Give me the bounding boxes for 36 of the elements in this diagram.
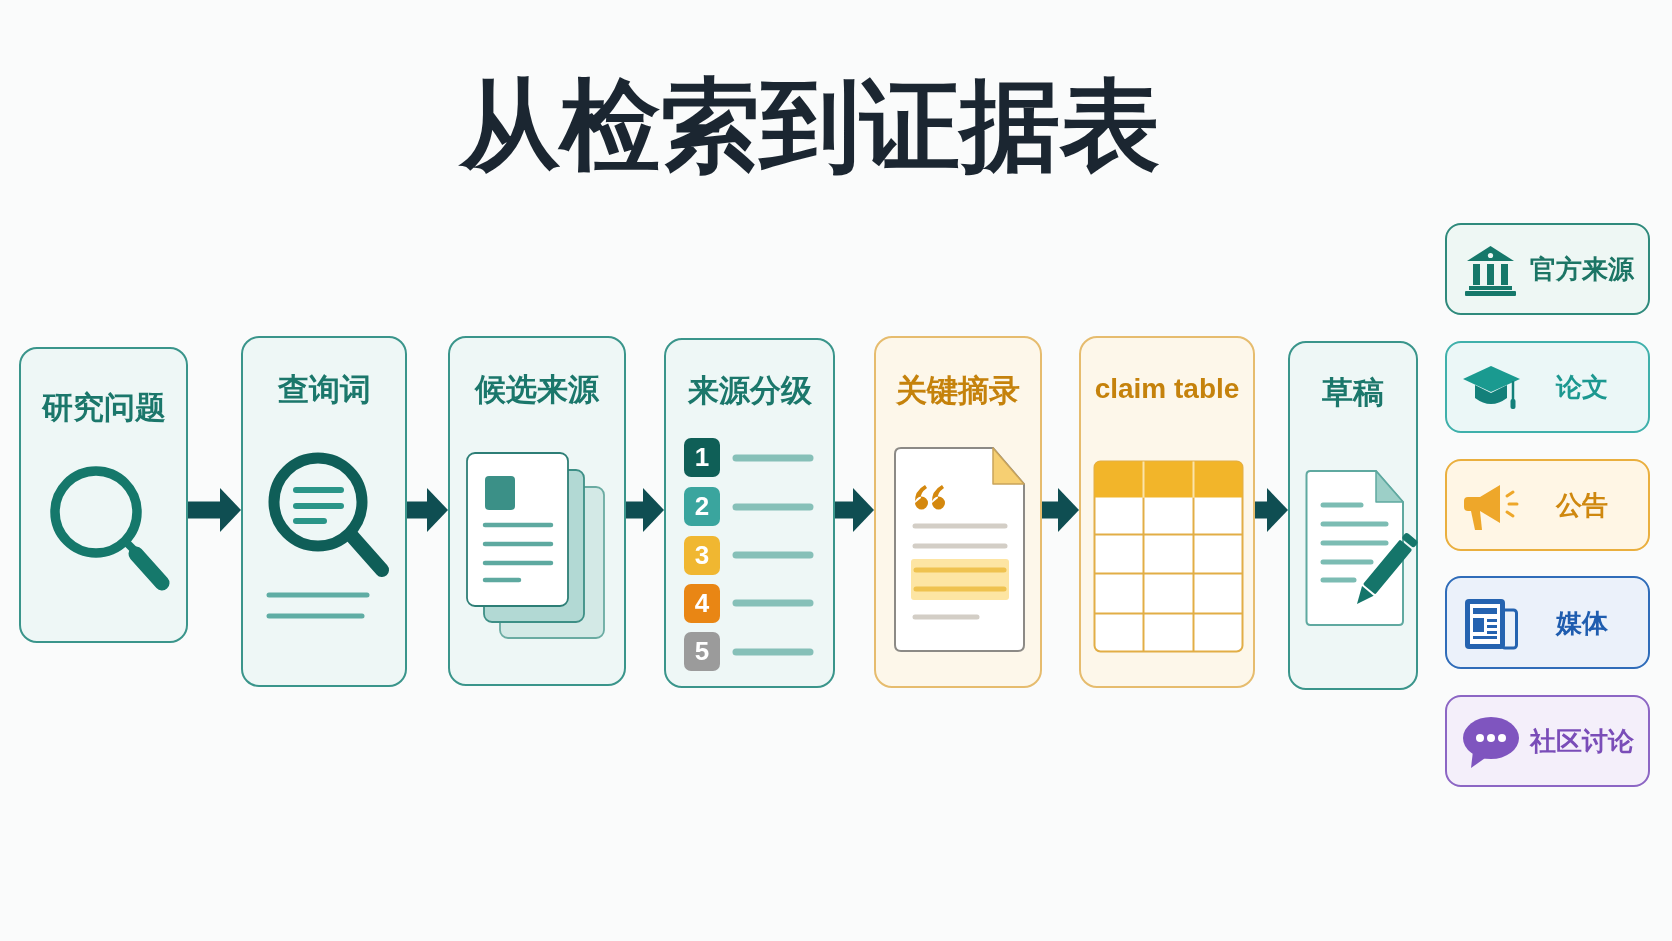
step-title: 草稿: [1322, 377, 1384, 408]
source-card: [1445, 459, 1650, 551]
arrow: [407, 488, 448, 532]
step-title: 候选来源: [475, 374, 599, 405]
source-label: 媒体: [1556, 609, 1608, 636]
source-label: 公告: [1556, 492, 1608, 518]
step-title: 研究问题: [41, 392, 166, 423]
title: 从检索到证据表: [460, 76, 1160, 176]
step-title: 查询词: [277, 374, 371, 405]
arrow: [835, 488, 874, 532]
step-card: [664, 338, 835, 688]
step-title: 来源分级: [687, 375, 812, 406]
step-card: [1079, 336, 1255, 688]
source-card: [1445, 576, 1650, 669]
rank-badge: 4: [684, 584, 720, 623]
source-card: [1445, 223, 1650, 315]
arrow: [626, 488, 664, 532]
rank-badge: 5: [684, 632, 720, 671]
step-title: 关键摘录: [896, 375, 1020, 406]
source-label: 官方来源: [1530, 256, 1634, 282]
source-card: [1445, 341, 1650, 433]
step-card: [1288, 341, 1418, 690]
arrow: [1042, 488, 1079, 532]
rank-badge: 3: [684, 536, 720, 575]
step-card: [448, 336, 626, 686]
source-card: [1445, 695, 1650, 787]
step-card: [241, 336, 407, 687]
step-card: [874, 336, 1042, 688]
step-title: claim table: [1094, 375, 1240, 403]
source-label: 论文: [1556, 374, 1608, 400]
source-label: 社区讨论: [1530, 728, 1634, 754]
rank-badge: 2: [684, 487, 720, 526]
step-card: [19, 347, 188, 643]
arrow: [188, 488, 241, 532]
arrow: [1255, 488, 1288, 532]
rank-badge: 1: [684, 438, 720, 477]
